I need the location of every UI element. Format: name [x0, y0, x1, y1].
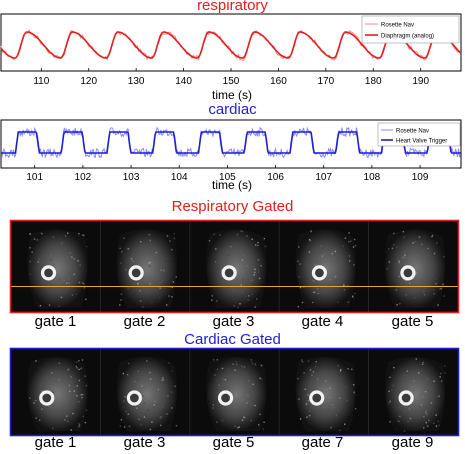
cardiac-chart: Rosette Nav Heart Valve Trigger time (s)… — [0, 119, 462, 192]
resp-gate-image — [368, 221, 458, 312]
card-gate-image — [279, 349, 369, 435]
card-gate-label: gate 1 — [34, 434, 77, 451]
resp-tick-label: 120 — [80, 76, 97, 87]
resp-gate-image — [100, 221, 190, 312]
card-legend: Rosette Nav Heart Valve Trigger — [377, 122, 461, 147]
card-gate-image — [189, 349, 280, 435]
resp-legend-nav: Rosette Nav — [381, 23, 414, 29]
resp-vessel-ring — [221, 265, 237, 281]
resp-vessel-ring — [128, 265, 144, 281]
card-vessel-ring — [217, 390, 234, 406]
card-gate-image — [100, 349, 190, 435]
resp-panel-frame — [9, 219, 460, 314]
resp-gated-images — [9, 219, 460, 314]
resp-gate-label: gate 5 — [391, 313, 434, 330]
card-gate-image — [11, 349, 101, 435]
resp-legend-diaphragm: Diaphragm (analog) — [381, 34, 434, 40]
resp-xlabel: time (s) — [212, 88, 252, 102]
resp-tick-label: 130 — [128, 76, 145, 87]
resp-legend: Rosette Nav Diaphragm (analog) — [361, 15, 460, 44]
card-panel-frame — [9, 347, 460, 437]
card-gated-title: Cardiac Gated — [184, 331, 281, 348]
resp-tick-label: 110 — [33, 76, 49, 87]
card-tick-label: 105 — [219, 172, 236, 183]
resp-gate-labels: gate 1 gate 2 gate 3 gate 4 gate 5 — [11, 313, 458, 333]
card-chart-title: cardiac — [208, 101, 257, 118]
card-legend-trigger: Heart Valve Trigger — [396, 139, 447, 145]
card-tick-label: 103 — [123, 172, 140, 183]
resp-gate-image — [279, 221, 369, 312]
resp-gated-title: Respiratory Gated — [171, 198, 294, 215]
card-tick-label: 107 — [315, 172, 332, 183]
resp-diaphragm-line — [0, 31, 462, 59]
resp-vessel-ring — [400, 265, 416, 281]
card-gate-label: gate 5 — [212, 434, 255, 451]
resp-gate-image — [11, 221, 101, 312]
resp-tick-label: 190 — [412, 76, 429, 87]
resp-gate-label: gate 1 — [34, 313, 77, 330]
resp-tick-label: 140 — [175, 76, 192, 87]
card-plot-frame — [0, 119, 462, 169]
resp-gate-label: gate 4 — [301, 313, 344, 330]
card-tick-label: 102 — [75, 172, 92, 183]
card-tick-label: 108 — [364, 172, 381, 183]
card-gate-label: gate 3 — [123, 434, 166, 451]
card-tick-label: 101 — [26, 172, 43, 183]
resp-tick-label: 150 — [223, 76, 240, 87]
card-tick-label: 106 — [267, 172, 284, 183]
card-gate-label: gate 7 — [301, 434, 344, 451]
resp-vessel-ring — [40, 265, 57, 281]
card-vessel-ring — [126, 390, 142, 406]
resp-chart-title: respiratory — [197, 0, 268, 14]
resp-tick-label: 180 — [365, 76, 382, 87]
card-gate-label: gate 9 — [391, 434, 434, 451]
card-gate-labels: gate 1 gate 3 gate 5 gate 7 gate 9 — [11, 434, 458, 454]
resp-gate-label: gate 2 — [123, 313, 166, 330]
resp-tick-label: 160 — [270, 76, 287, 87]
resp-tick-label: 170 — [318, 76, 335, 87]
card-vessel-ring — [39, 390, 55, 406]
card-vessel-ring — [309, 390, 325, 406]
card-tick-label: 109 — [412, 172, 429, 183]
card-gate-image — [368, 349, 458, 435]
resp-vessel-ring — [311, 265, 328, 281]
card-xlabel: time (s) — [212, 178, 252, 192]
resp-gate-image — [189, 221, 280, 312]
card-vessel-ring — [398, 390, 414, 406]
card-gated-images — [9, 347, 460, 437]
resp-gate-label: gate 3 — [212, 313, 255, 330]
card-legend-nav: Rosette Nav — [396, 129, 429, 135]
card-tick-label: 104 — [171, 172, 188, 183]
respiratory-chart: Rosette Nav Diaphragm (analog) time (s) … — [0, 13, 462, 102]
